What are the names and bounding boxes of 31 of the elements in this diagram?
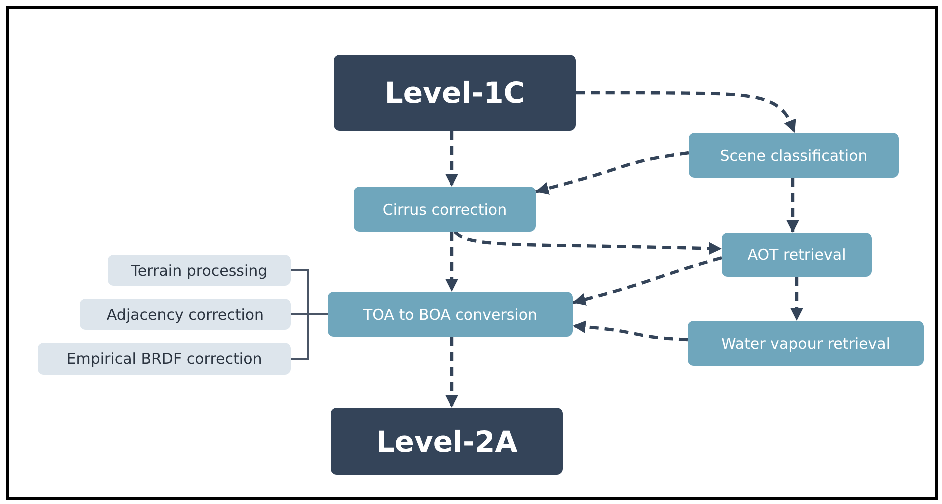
process-box	[354, 187, 536, 232]
dashed-arrow	[576, 91, 796, 134]
option-box	[108, 255, 291, 286]
box-label: Scene classification	[720, 146, 868, 164]
box-label: Water vapour retrieval	[721, 334, 891, 352]
dashed-arrow	[446, 131, 458, 187]
process-box	[722, 233, 872, 277]
dashed-arrow	[446, 337, 458, 408]
box-label: Level-2A	[376, 424, 518, 458]
dashed-arrow	[786, 178, 800, 233]
option-box	[80, 299, 291, 330]
box-label: Terrain processing	[131, 262, 268, 280]
option-box	[38, 343, 291, 375]
process-box	[688, 321, 924, 366]
process-box	[328, 292, 573, 337]
box-label: Level-1C	[384, 76, 526, 110]
dashed-arrow	[572, 256, 722, 306]
box-label: AOT retrieval	[748, 246, 846, 264]
process-box	[689, 133, 899, 178]
level-box	[331, 408, 563, 475]
dashed-arrow	[446, 232, 458, 292]
level-box	[334, 55, 576, 131]
box-label: Empirical BRDF correction	[66, 350, 262, 368]
box-label: Cirrus correction	[382, 200, 508, 218]
dashed-arrow	[572, 320, 688, 342]
bracket-line	[291, 313, 328, 360]
box-label: TOA to BOA conversion	[363, 306, 538, 324]
dashed-arrow	[790, 277, 804, 321]
dashed-arrow	[454, 230, 722, 256]
box-label: Adjacency correction	[106, 306, 264, 324]
dashed-arrow	[536, 151, 690, 195]
